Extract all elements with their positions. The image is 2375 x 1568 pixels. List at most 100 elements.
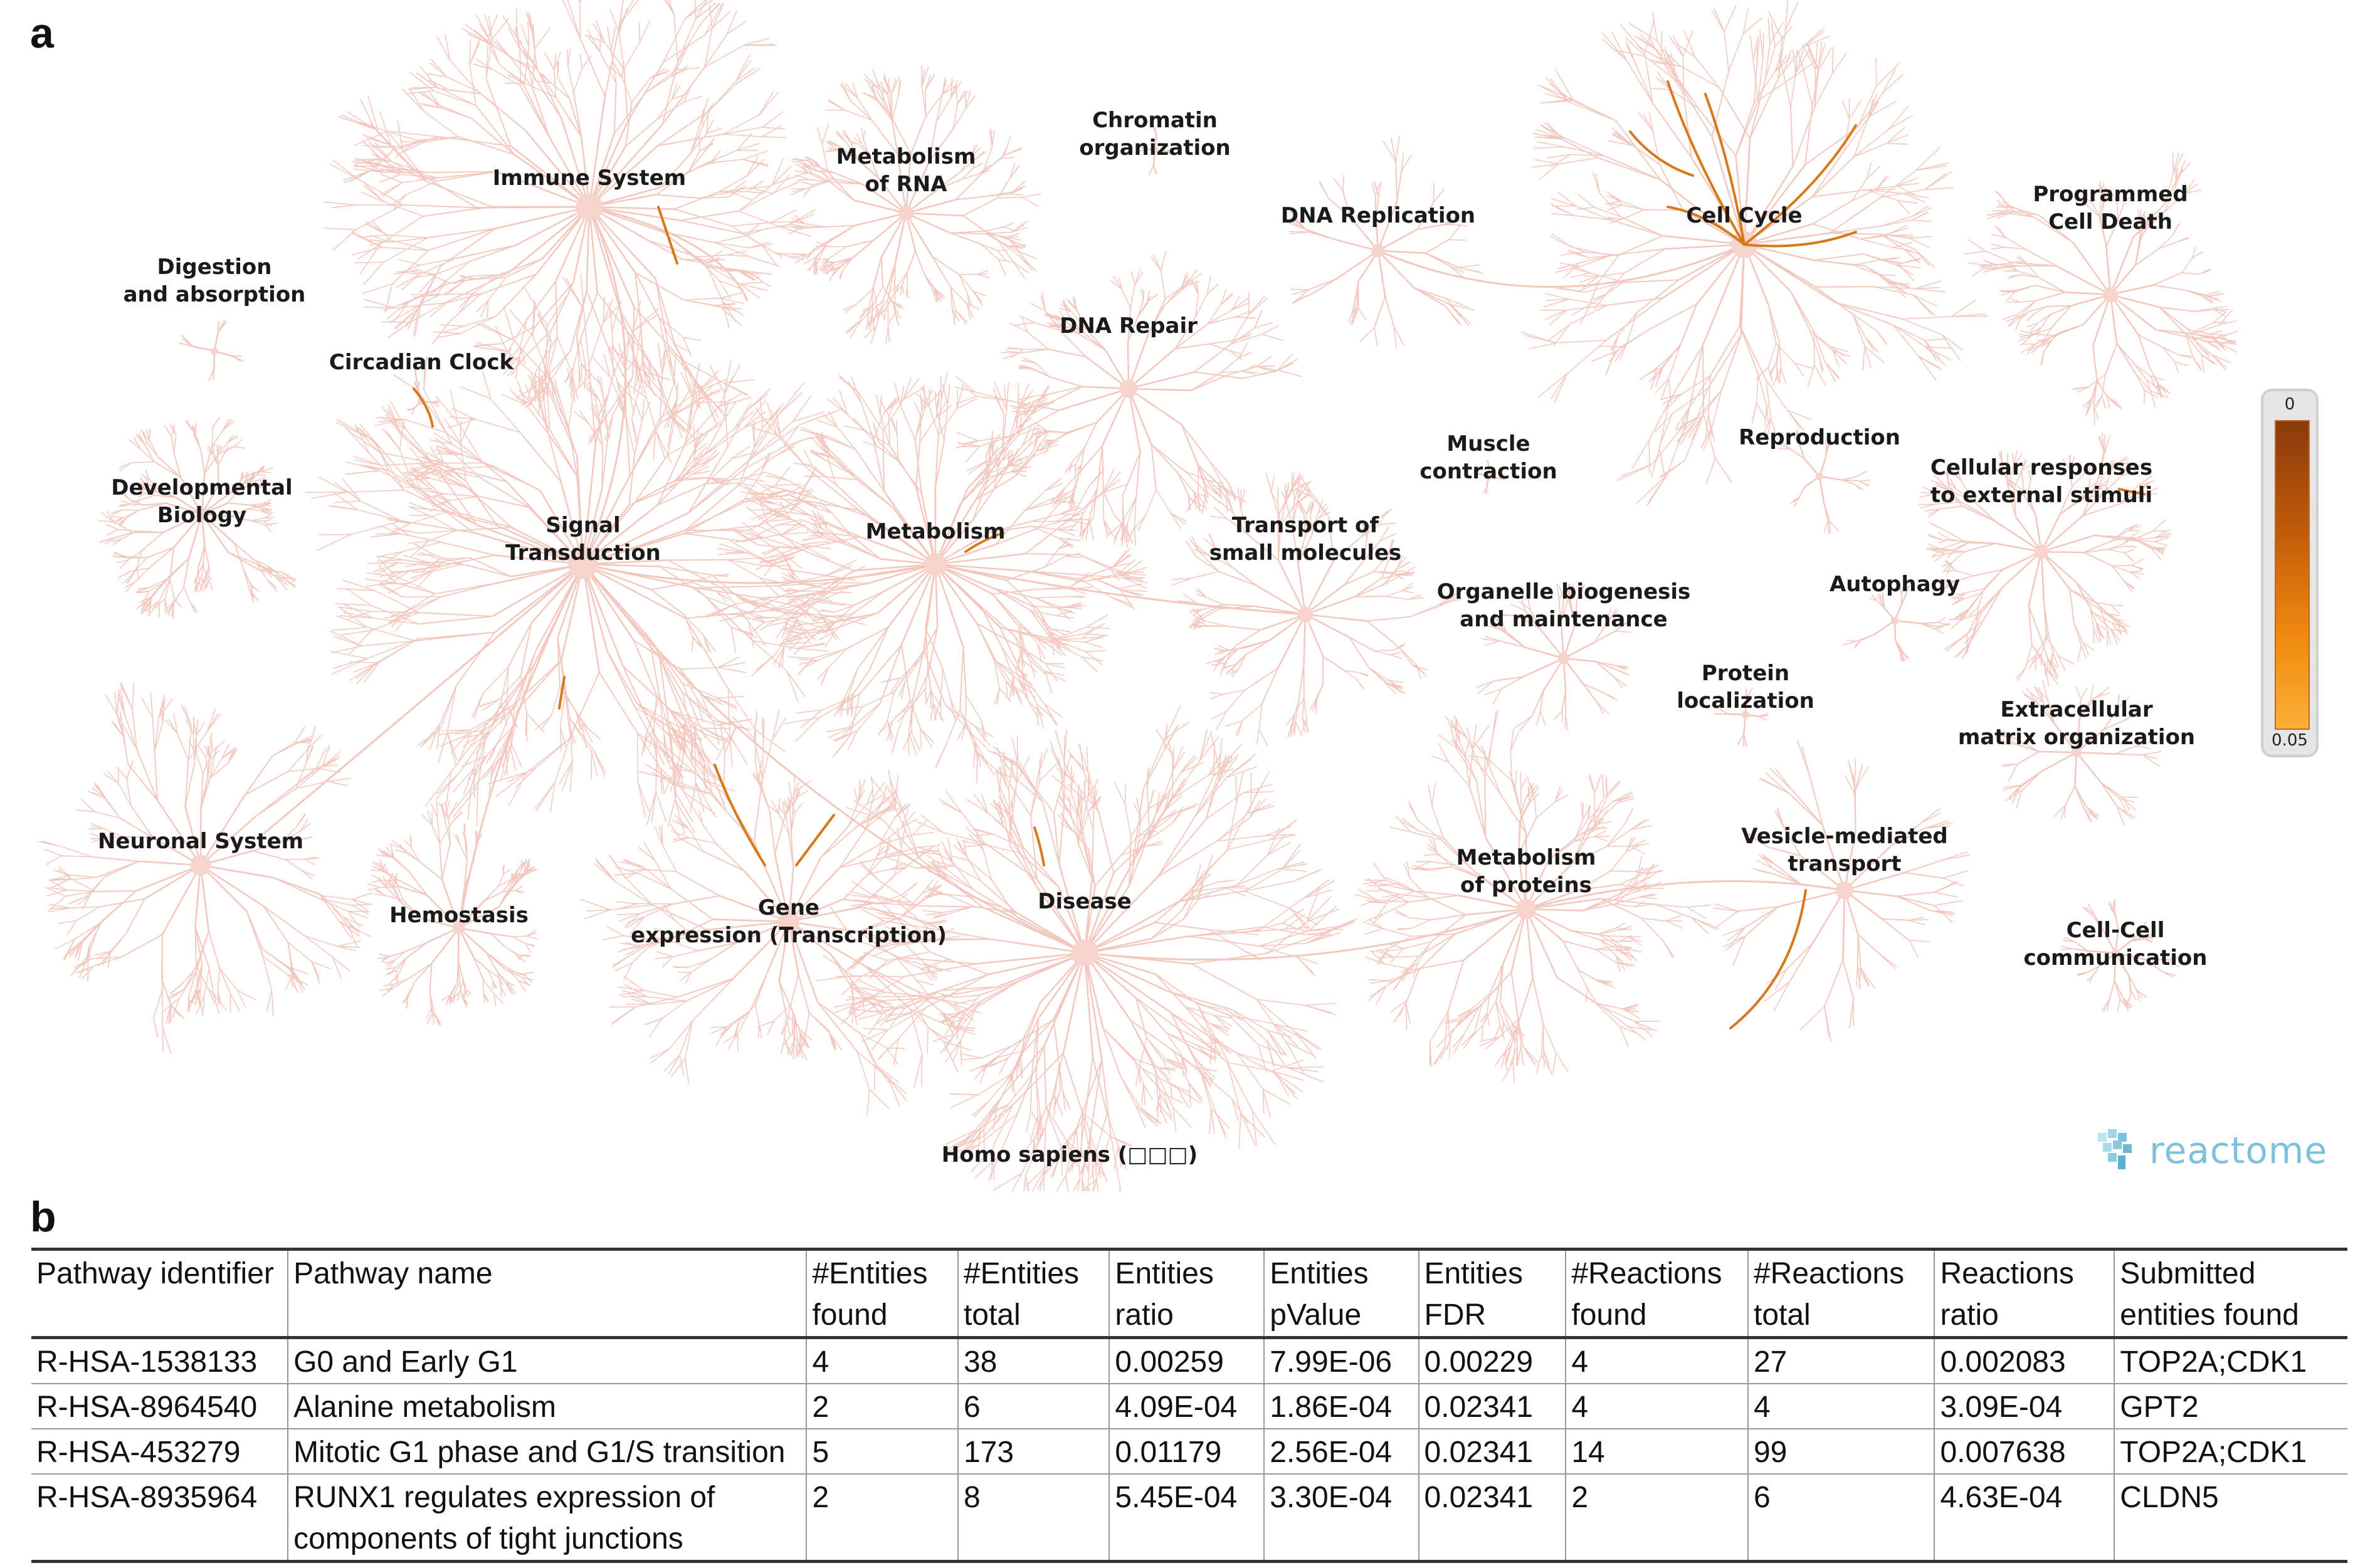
pathway-branch <box>359 122 389 132</box>
pathway-branch <box>467 787 472 821</box>
pathway-branch <box>554 69 557 98</box>
pathway-branch <box>364 183 386 203</box>
pathway-branch <box>525 82 557 98</box>
pathway-branch <box>475 343 503 346</box>
pathway-branch <box>1813 253 1864 261</box>
pathway-branch <box>2028 655 2037 670</box>
pathway-branch <box>907 271 908 288</box>
pathway-branch <box>938 408 957 436</box>
pathway-branch <box>601 445 604 489</box>
pathway-branch <box>431 279 448 293</box>
pathway-branch <box>924 273 936 290</box>
pathway-branch <box>418 616 493 625</box>
pathway-branch <box>148 547 175 569</box>
pathway-branch <box>1662 243 1746 299</box>
pathway-branch <box>1639 33 1658 51</box>
pathway-branch <box>461 28 492 45</box>
pathway-branch <box>443 325 465 333</box>
pathway-branch <box>556 336 573 374</box>
pathway-branch <box>357 243 381 260</box>
pathway-branch <box>515 767 537 788</box>
pathway-branch <box>366 161 397 169</box>
pathway-branch <box>389 305 419 323</box>
pathway-branch <box>340 114 376 130</box>
pathway-branch <box>714 242 750 248</box>
pathway-branch <box>1520 332 1557 344</box>
pathway-branch <box>606 26 612 51</box>
pathway-branch <box>427 73 448 78</box>
pathway-branch <box>671 83 677 100</box>
pathway-branch <box>492 45 529 68</box>
pathway-branch <box>2019 300 2037 303</box>
pathway-branch <box>1829 196 1882 234</box>
pathway-branch <box>463 767 475 795</box>
pathway-branch <box>414 631 495 642</box>
pathway-branch <box>508 71 526 84</box>
pathway-branch <box>367 562 399 564</box>
pathway-branch <box>492 68 522 87</box>
pathway-branch <box>643 371 670 381</box>
pathway-branch <box>366 223 388 236</box>
pathway-branch <box>631 336 650 363</box>
pathway-branch <box>747 270 771 288</box>
pathway-branch <box>1554 373 1568 403</box>
pathway-branch <box>902 285 905 294</box>
pathway-branch <box>684 0 714 19</box>
panel-b-letter: b <box>30 1192 56 1241</box>
pathway-branch <box>1424 252 1451 267</box>
pathway-branch <box>402 89 424 112</box>
pathway-branch <box>1711 70 1730 138</box>
pathway-branch <box>445 280 466 296</box>
pathway-branch <box>1631 439 1650 469</box>
pathway-branch <box>720 292 742 299</box>
pathway-branch <box>141 532 164 552</box>
pathway-branch <box>2077 645 2082 663</box>
pathway-branch <box>1130 285 1135 309</box>
pathway-branch <box>489 739 500 761</box>
pathway-branch <box>478 699 500 707</box>
pathway-branch <box>719 392 744 407</box>
pathway-branch <box>1261 334 1283 341</box>
pathway-branch <box>2152 284 2185 291</box>
pathway-branch <box>1011 224 1025 233</box>
pathway-branch <box>1924 338 1946 341</box>
pathway-branch <box>1779 341 1782 369</box>
pathway-branch <box>683 532 744 542</box>
pathway-branch <box>1814 286 1854 315</box>
pathway-branch <box>1181 424 1198 464</box>
pathway-branch <box>692 376 701 399</box>
pathway-branch <box>635 369 644 394</box>
pathway-branch <box>432 81 450 91</box>
pathway-branch <box>1918 355 1941 369</box>
pathway-branch <box>1533 146 1565 149</box>
pathway-branch <box>1771 21 1776 48</box>
pathway-branch <box>1549 309 1567 325</box>
pathway-branch <box>962 215 998 241</box>
pathway-branch <box>550 83 570 99</box>
pathway-branch <box>977 752 1000 774</box>
pathway-branch <box>888 312 896 324</box>
pathway-branch <box>436 333 461 339</box>
pathway-branch <box>450 293 482 322</box>
pathway-branch <box>423 110 459 137</box>
pathway-branch <box>1396 170 1403 202</box>
pathway-branch <box>453 476 480 497</box>
pathway-branch <box>588 95 606 208</box>
pathway-branch <box>384 283 393 313</box>
pathway-branch <box>485 39 493 80</box>
pathway-branch <box>365 579 396 584</box>
pathway-branch <box>625 414 631 476</box>
pathway-branch <box>1045 555 1067 567</box>
pathway-branch <box>387 517 411 524</box>
pathway-branch <box>588 206 622 312</box>
pathway-branch <box>718 552 747 555</box>
pathway-branch <box>1359 327 1375 342</box>
pathway-branch <box>2107 549 2125 554</box>
pathway-branch <box>475 300 489 313</box>
pathway-branch <box>1648 474 1668 503</box>
pathway-branch <box>828 246 846 260</box>
pathway-branch <box>571 372 578 399</box>
pathway-branch <box>786 670 806 698</box>
pathway-branch <box>547 396 550 430</box>
pathway-branch <box>673 208 732 227</box>
